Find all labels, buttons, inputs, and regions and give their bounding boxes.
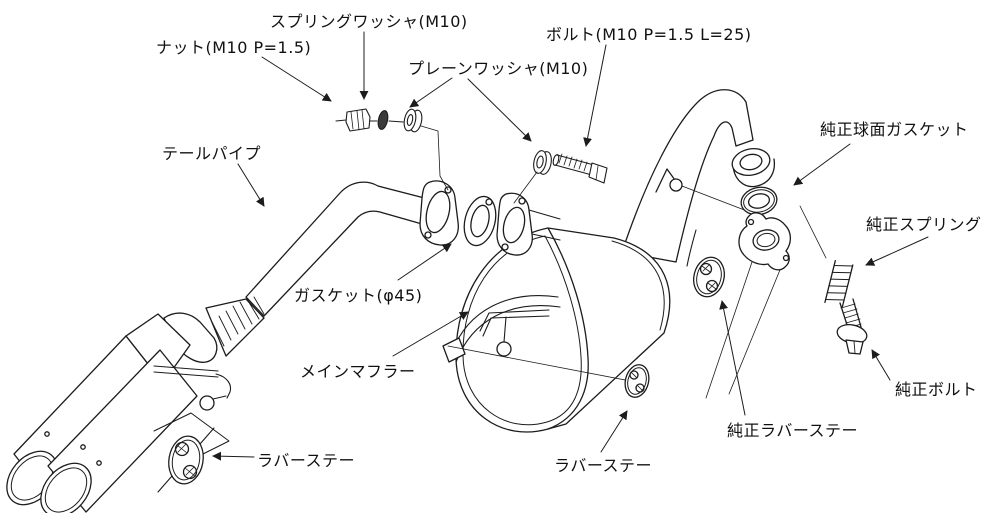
leader-bolt [583,45,606,147]
tail-pipe-drawing [0,182,436,513]
label-tail-pipe: テールパイプ [162,144,262,163]
leader-tail-pipe [238,164,264,207]
rubber-stay-right-drawing [622,362,652,400]
label-plain-washer: プレーンワッシャ(M10) [408,59,589,78]
label-oem-spring: 純正スプリング [866,215,982,234]
nut-and-washers-drawing [336,108,448,190]
oem-rubber-stay-drawing [687,230,728,300]
leader-oem-spring [865,237,928,266]
leader-plain-washer-right [468,79,532,142]
leader-rubber-stay-left [212,451,254,461]
oem-bolt-drawing [835,299,868,354]
gasket-phi45-drawing [459,193,500,249]
rear-pipe-drawing [622,90,753,262]
label-main-muffler: メインマフラー [300,362,416,381]
label-gasket-phi45: ガスケット(φ45) [294,286,423,305]
rubber-stay-left-drawing [154,413,229,492]
lower-flange-drawing [706,213,790,398]
bolt-and-washer-drawing [514,150,607,203]
label-oem-spherical-gasket: 純正球面ガスケット [820,120,969,139]
label-oem-bolt: 純正ボルト [895,380,978,399]
label-rubber-stay-left: ラバーステー [257,451,356,470]
main-muffler-drawing [443,228,670,432]
label-rubber-stay-right: ラバーステー [554,456,653,475]
leader-oem-bolt [872,349,890,380]
label-bolt: ボルト(M10 P=1.5 L=25) [546,25,752,44]
oem-spring-drawing [800,206,853,307]
leader-rubber-stay-right [601,410,627,452]
outlet-flange-drawing [730,145,775,186]
label-nut: ナット(M10 P=1.5) [156,38,312,57]
leader-gasket-phi45 [398,243,452,280]
label-spring-washer: スプリングワッシャ(M10) [270,12,468,31]
leader-oem-spherical-gasket [793,144,850,186]
muffler-inlet-flange-drawing [497,193,560,255]
label-oem-rubber-stay: 純正ラバーステー [727,421,859,440]
leader-lines [212,32,928,461]
leader-main-muffler [393,312,469,356]
tail-pipe-flange-drawing [420,181,458,245]
leader-nut [262,57,332,101]
leader-plain-washer-left [409,78,452,108]
leader-oem-rubber-stay [719,300,745,415]
